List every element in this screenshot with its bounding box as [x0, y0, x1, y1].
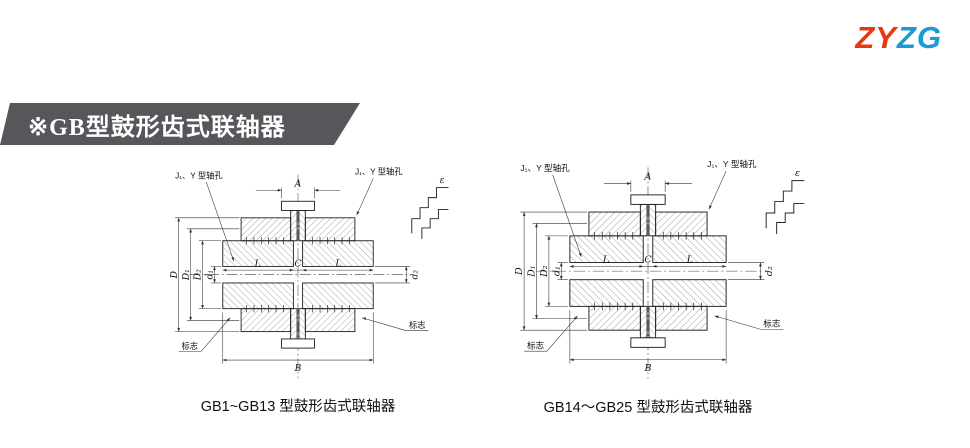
dim-label-L-left: L: [602, 255, 609, 266]
dim-D2: D₂: [539, 235, 568, 307]
dim-d1: d₁: [205, 266, 221, 284]
flange-section: [290, 210, 306, 340]
dim-label-D: D: [514, 267, 525, 276]
hub-section: [222, 240, 374, 310]
mark-text-right: 标志: [409, 320, 426, 330]
hub-section: [569, 235, 727, 307]
dim-label-D1: D₁: [527, 265, 538, 277]
dim-label-C: C: [294, 258, 301, 269]
dim-label-D1: D₁: [181, 269, 192, 281]
company-logo: ZYZG: [855, 20, 942, 56]
dim-label-A: A: [644, 172, 652, 183]
epsilon-label: ε: [795, 168, 800, 179]
sleeve-section: [240, 217, 356, 333]
dim-LCL: L C L: [222, 258, 374, 272]
dim-D: D: [169, 217, 240, 332]
dim-label-d2: d₂: [409, 270, 420, 280]
shaft-hole-profile-detail: ε: [765, 168, 805, 234]
dim-label-d1: d₁: [205, 270, 216, 280]
dim-label-D: D: [169, 270, 180, 279]
dim-A: A: [604, 172, 692, 193]
dim-D2: D₂: [193, 240, 221, 309]
sleeve-section: [588, 211, 708, 331]
gear-teeth: [246, 237, 350, 313]
dim-label-L-right: L: [334, 258, 341, 269]
dim-D1: D₁: [181, 228, 240, 321]
figure-gb1-gb13: A L C L B D D₁: [142, 160, 454, 416]
dim-label-D2: D₂: [193, 269, 204, 281]
shaft-hole-label-left: J₁、Y 型轴孔: [175, 170, 235, 262]
bolt: [630, 194, 666, 348]
dim-label-C: C: [644, 255, 652, 266]
dim-label-B: B: [644, 363, 652, 374]
mark-text-bottom: 标志: [527, 339, 545, 350]
dim-label-B: B: [294, 363, 302, 374]
shaft-hole-text-right: J₁、Y 型轴孔: [355, 167, 403, 177]
dim-A: A: [255, 179, 341, 199]
dim-label-L-right: L: [686, 255, 693, 266]
shaft-hole-text-left: J₁、Y 型轴孔: [520, 162, 570, 173]
mark-text-bottom: 标志: [181, 341, 198, 351]
dim-D: D: [514, 211, 588, 331]
mark-label-right: 标志: [714, 315, 784, 330]
shaft-hole-label-right: J₁、Y 型轴孔: [707, 158, 757, 210]
logo-text-red: ZY: [855, 20, 897, 55]
mark-label-bottom: 标志: [524, 315, 578, 352]
coupling-drawing-2: A L C L B D D₁: [514, 158, 805, 379]
dim-label-A: A: [294, 179, 302, 190]
dim-d2: d₂: [728, 262, 775, 280]
figure-caption: GB1~GB13 型鼓形齿式联轴器: [200, 399, 396, 416]
mark-text-right: 标志: [763, 317, 781, 328]
coupling-drawing-1: A L C L B D D₁: [169, 167, 449, 379]
shaft-hole-profile-detail: ε: [411, 175, 449, 239]
dim-D1: D₁: [527, 223, 588, 320]
shaft-hole-label-left: J₁、Y 型轴孔: [520, 162, 582, 258]
mark-label-right: 标志: [362, 317, 429, 331]
figure-gb14-gb25: A L C L B D D₁: [486, 152, 810, 417]
figure-caption: GB14～GB25 型鼓形齿式联轴器: [543, 400, 753, 417]
shaft-hole-text-left: J₁、Y 型轴孔: [175, 170, 223, 180]
dim-d1: d₁: [551, 262, 568, 280]
logo-text-blue: ZG: [896, 20, 942, 55]
section-title-banner: ※GB型鼓形齿式联轴器: [0, 103, 360, 145]
mark-label-bottom: 标志: [178, 317, 231, 353]
dim-LCL: L C L: [569, 255, 727, 268]
dim-label-L-left: L: [254, 258, 261, 269]
dim-label-d2: d₂: [764, 266, 775, 276]
dim-label-d1: d₁: [551, 266, 562, 276]
dim-d2: d₂: [375, 266, 420, 284]
gear-teeth: [594, 232, 702, 311]
shaft-hole-text-right: J₁、Y 型轴孔: [707, 158, 757, 169]
bolt: [281, 200, 315, 349]
shaft-hole-label-right: J₁、Y 型轴孔: [355, 167, 403, 216]
dim-label-D2: D₂: [539, 265, 550, 278]
epsilon-label: ε: [440, 175, 445, 186]
section-title: ※GB型鼓形齿式联轴器: [28, 114, 286, 141]
